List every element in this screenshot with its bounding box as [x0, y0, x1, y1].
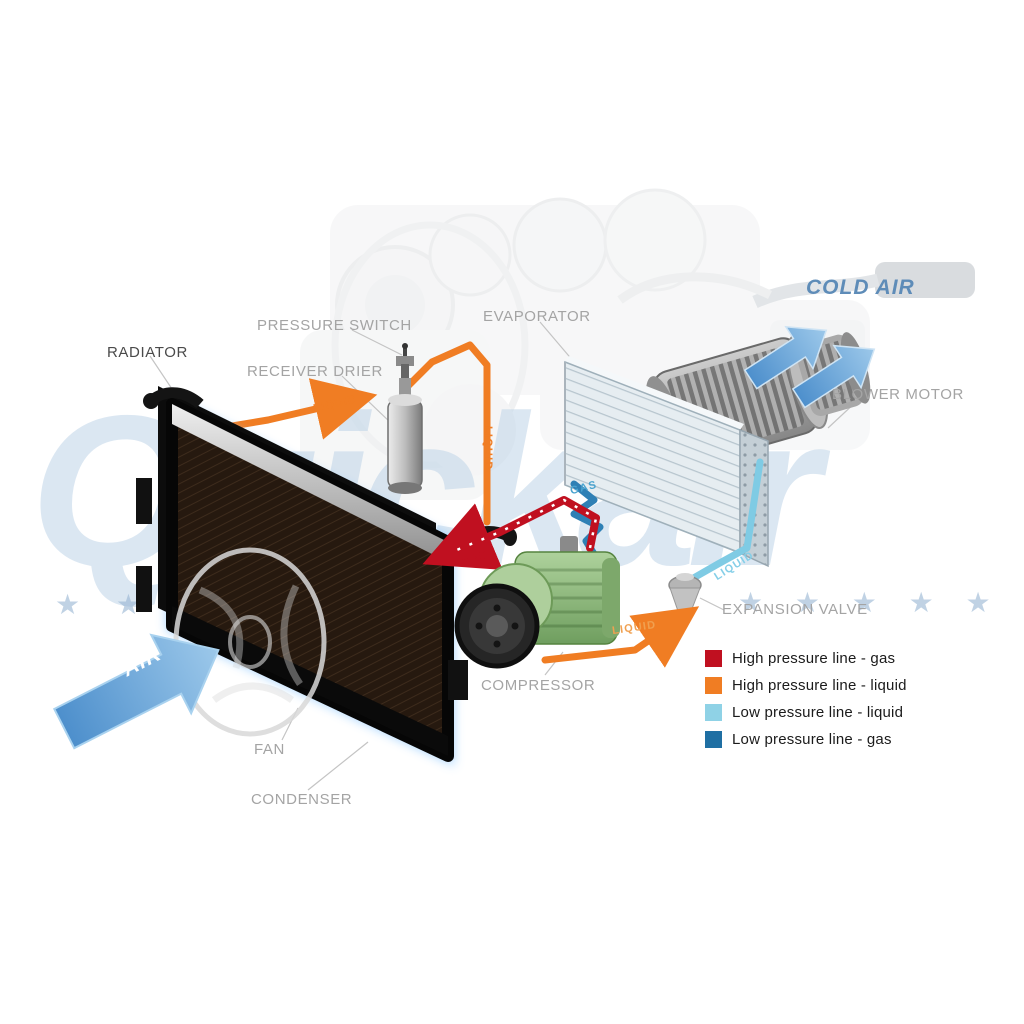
legend-row-low-pressure-liquid: Low pressure line - liquid: [705, 704, 907, 721]
legend-swatch-low-pressure-gas: [705, 731, 722, 748]
receiver-drier-label: RECEIVER DRIER: [247, 363, 383, 380]
legend-label-low-pressure-liquid: Low pressure line - liquid: [732, 704, 904, 721]
cold-air-arrows: [743, 325, 876, 409]
radiator-label: RADIATOR: [107, 344, 188, 361]
legend-swatch-high-pressure-gas: [705, 650, 722, 667]
legend-label-high-pressure-liquid: High pressure line - liquid: [732, 677, 907, 694]
evaporator-label: EVAPORATOR: [483, 308, 591, 325]
pressure-switch-graphic: [402, 343, 408, 349]
low-pressure-liquid-line: [686, 458, 764, 584]
legend-row-high-pressure-liquid: High pressure line - liquid: [705, 677, 907, 694]
blower-motor-label: BLOWER MOTOR: [832, 386, 964, 403]
legend-label-low-pressure-gas: Low pressure line - gas: [732, 731, 892, 748]
legend-swatch-low-pressure-liquid: [705, 704, 722, 721]
receiver-drier-graphic: [387, 343, 423, 494]
legend-label-high-pressure-gas: High pressure line - gas: [732, 650, 896, 667]
condenser-label: CONDENSER: [251, 791, 353, 808]
legend-swatch-high-pressure-liquid: [705, 677, 722, 694]
pressure-switch-label: PRESSURE SWITCH: [257, 317, 412, 334]
expansion-valve-label: EXPANSION VALVE: [722, 601, 868, 618]
liquid-line-label-2: LIQUID: [482, 426, 494, 471]
cold-air-label: COLD AIR: [806, 276, 915, 299]
legend-row-high-pressure-gas: High pressure line - gas: [705, 650, 907, 667]
condenser-radiator-assembly: [136, 386, 517, 768]
watermark-stars-right: ★ ★ ★ ★ ★ ★: [738, 587, 1024, 618]
expansion-valve-graphic: [668, 573, 702, 622]
legend-row-low-pressure-gas: Low pressure line - gas: [705, 731, 907, 748]
compressor-graphic: [454, 536, 620, 669]
legend: High pressure line - gas High pressure l…: [705, 650, 907, 758]
high-pressure-gas-line: [422, 496, 600, 570]
fan-graphic: [173, 547, 327, 737]
compressor-label: COMPRESSOR: [481, 677, 596, 694]
fan-label: FAN: [254, 741, 285, 758]
air-arrow: [52, 633, 220, 750]
